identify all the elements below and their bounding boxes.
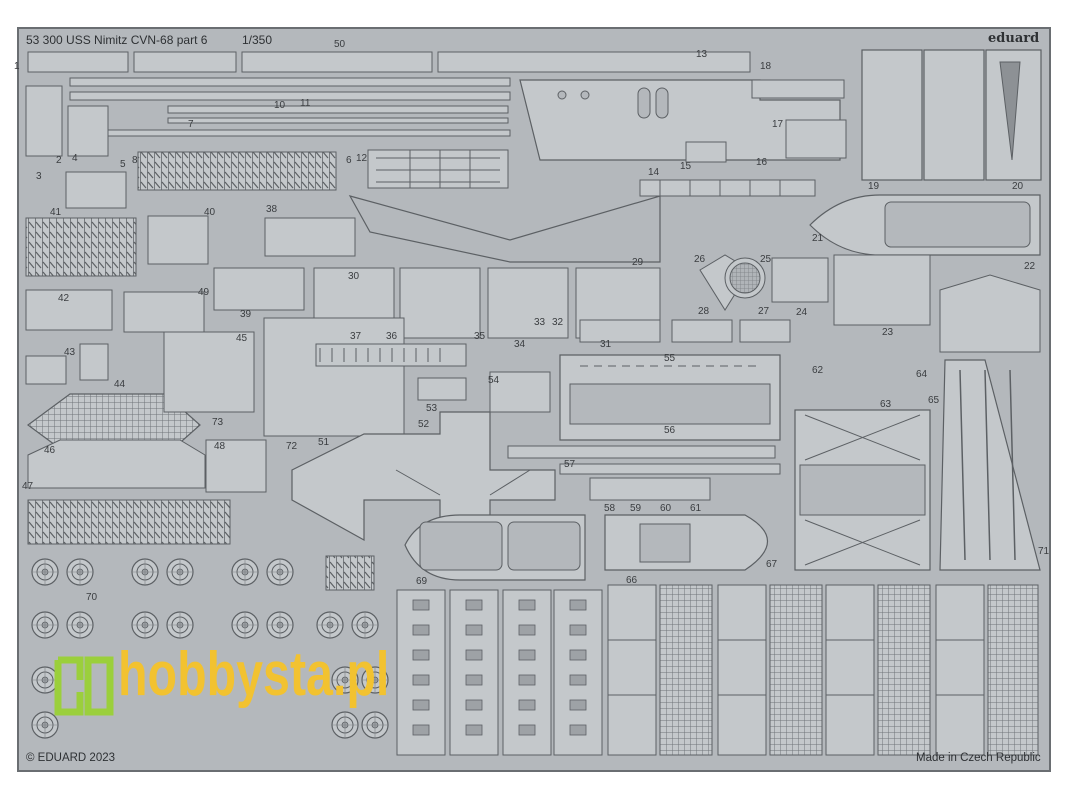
part-label: 53: [426, 403, 438, 414]
part-label: 1: [14, 61, 20, 72]
part-label: 34: [514, 339, 526, 350]
part-label: 5: [120, 159, 126, 170]
part-label: 12: [356, 153, 368, 164]
part-label: 54: [488, 375, 500, 386]
part-label: 39: [240, 309, 252, 320]
part-label: 32: [552, 317, 564, 328]
part-label: 15: [680, 161, 692, 172]
part-label: 10: [274, 100, 286, 111]
part-label: 44: [114, 379, 126, 390]
part-label: 19: [868, 181, 880, 192]
fret-title: 53 300 USS Nimitz CVN-68 part 6: [26, 33, 208, 47]
part-label: 61: [690, 503, 702, 514]
part-label: 49: [198, 287, 210, 298]
part-label: 2: [56, 155, 62, 166]
top-strips: [27, 51, 751, 137]
part-label: 16: [756, 157, 768, 168]
part-label: 17: [772, 119, 784, 130]
part-label: 8: [132, 155, 138, 166]
part-label: 29: [632, 257, 644, 268]
part-label: 4: [72, 153, 78, 164]
part-label: 25: [760, 254, 772, 265]
part-label: 47: [22, 481, 34, 492]
part-label: 50: [334, 39, 346, 50]
part-label: 62: [812, 365, 824, 376]
part-label: 30: [348, 271, 360, 282]
part-label: 52: [418, 419, 430, 430]
part-label: 26: [694, 254, 706, 265]
part-label: 72: [286, 441, 298, 452]
part-label: 38: [266, 204, 278, 215]
part-label: 36: [386, 331, 398, 342]
part-label: 3: [36, 171, 42, 182]
part-label: 11: [300, 98, 311, 109]
part-label: 7: [188, 119, 194, 130]
part-label: 70: [86, 592, 98, 603]
part-label: 23: [882, 327, 894, 338]
part-label: 31: [600, 339, 612, 350]
part-label: 66: [626, 575, 638, 586]
part-label: 57: [564, 459, 576, 470]
part-label: 71: [1038, 546, 1050, 557]
part-label: 43: [64, 347, 76, 358]
part-label: 18: [760, 61, 772, 72]
part-label: 13: [696, 49, 708, 60]
part-label: 40: [204, 207, 216, 218]
part-label: 58: [604, 503, 616, 514]
part-label: 41: [50, 207, 62, 218]
part-label: 51: [318, 437, 330, 448]
ladder-strip: [137, 151, 337, 191]
part-label: 35: [474, 331, 486, 342]
part-label: 27: [758, 306, 770, 317]
part-label: 21: [812, 233, 824, 244]
part-label: 64: [916, 369, 928, 380]
part-label: 73: [212, 417, 224, 428]
copyright: © EDUARD 2023: [26, 752, 116, 764]
brand-logo: eduard: [988, 31, 1040, 46]
part-label: 22: [1024, 261, 1036, 272]
part-label: 6: [346, 155, 352, 166]
part-label: 69: [416, 576, 428, 587]
part-label: 60: [660, 503, 672, 514]
part-label: 67: [766, 559, 778, 570]
watermark-text: hobbysta.pl: [118, 640, 390, 709]
part-label: 59: [630, 503, 642, 514]
origin-text: Made in Czech Republic: [916, 752, 1041, 764]
fret-scale: 1/350: [242, 33, 273, 47]
part-label: 48: [214, 441, 226, 452]
part-label: 65: [928, 395, 940, 406]
part-label: 45: [236, 333, 248, 344]
part-label: 33: [534, 317, 546, 328]
part-label: 37: [350, 331, 362, 342]
part-label: 42: [58, 293, 70, 304]
part-label: 46: [44, 445, 56, 456]
ladder-strip-b: [27, 499, 231, 545]
part-label: 56: [664, 425, 676, 436]
part-label: 63: [880, 399, 892, 410]
part-label: 24: [796, 307, 808, 318]
part-label: 55: [664, 353, 676, 364]
part-label: 14: [648, 167, 660, 178]
part-label: 28: [698, 306, 710, 317]
part-label: 20: [1012, 181, 1024, 192]
watermark-logo: [54, 656, 114, 716]
